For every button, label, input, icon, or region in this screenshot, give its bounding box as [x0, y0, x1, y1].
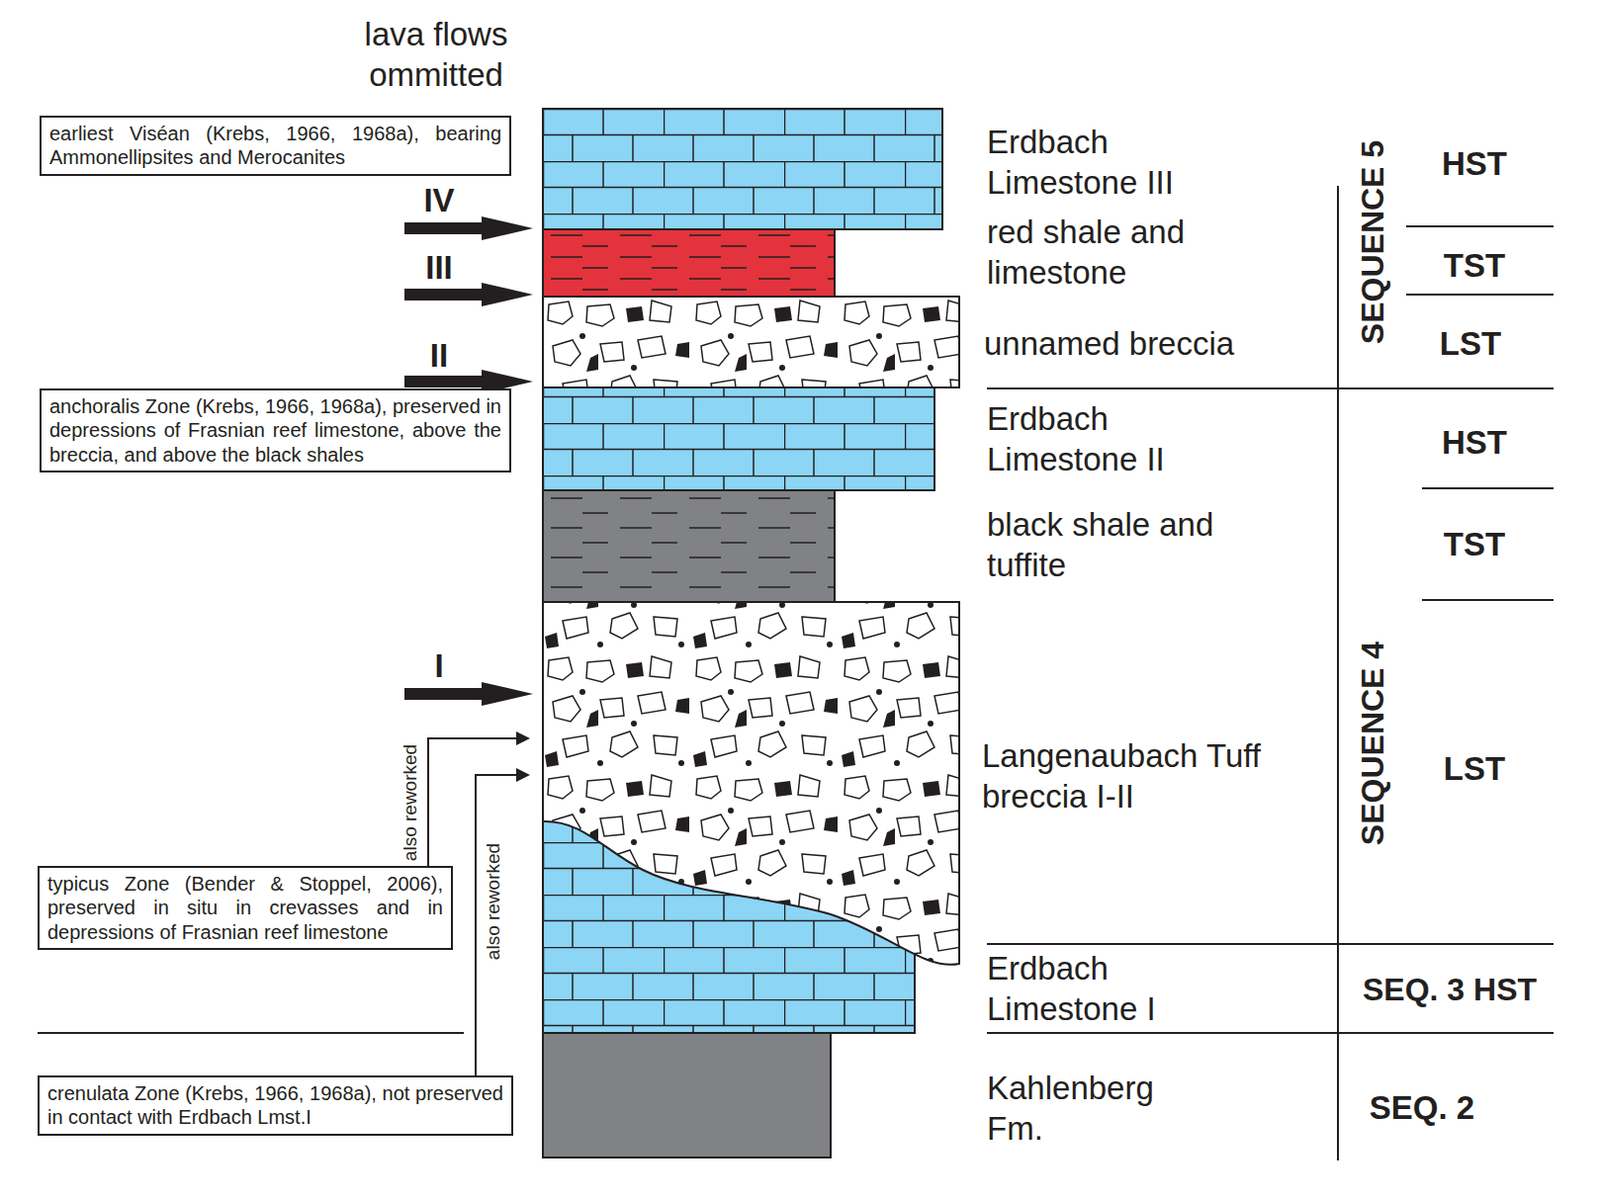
sequence-name: SEQUENCE 4	[1356, 641, 1389, 846]
hiatus-number: I	[434, 649, 444, 683]
sequence-name: SEQ. 2	[1369, 1091, 1475, 1125]
systems-tract: LST	[1439, 327, 1502, 360]
systems-tract: TST	[1443, 528, 1506, 561]
systems-tract: HST	[1441, 426, 1508, 459]
systems-tract: TST	[1443, 249, 1506, 282]
systems-tract: LST	[1443, 752, 1506, 786]
zone-note-box: anchoralis Zone (Krebs, 1966, 1968a), pr…	[39, 388, 512, 473]
unit-name: unnamed breccia	[983, 323, 1235, 364]
column-note: lava flows ommitted	[317, 13, 555, 96]
leader-note: also reworked	[483, 843, 503, 961]
zone-note-box: crenulata Zone (Krebs, 1966, 1968a), not…	[37, 1075, 514, 1137]
unit-name: black shale and tuffite	[986, 504, 1235, 587]
unit-name: red shale and limestone	[986, 211, 1235, 294]
sequence-name: SEQ. 3 HST	[1362, 974, 1537, 1006]
unit-name: Erdbach Limestone I	[986, 948, 1235, 1031]
zone-note: typicus Zone (Bender & Stoppel, 2006), p…	[47, 872, 444, 945]
hiatus-number: IV	[423, 183, 454, 217]
zone-note-box: earliest Viséan (Krebs, 1966, 1968a), be…	[39, 115, 512, 177]
zone-note-box: typicus Zone (Bender & Stoppel, 2006), p…	[37, 866, 453, 951]
unit-name: Langenaubach Tuff breccia I-II	[981, 735, 1279, 818]
unit-name: Erdbach Limestone III	[986, 121, 1235, 204]
zone-note: crenulata Zone (Krebs, 1966, 1968a), not…	[47, 1081, 504, 1131]
leader-note: also reworked	[400, 744, 420, 862]
unit-name: Erdbach Limestone II	[986, 398, 1235, 481]
systems-tract: HST	[1441, 147, 1508, 180]
zone-note: anchoralis Zone (Krebs, 1966, 1968a), pr…	[49, 394, 502, 467]
sequence-name: SEQUENCE 5	[1356, 140, 1389, 345]
hiatus-number: II	[430, 339, 448, 372]
zone-note: earliest Viséan (Krebs, 1966, 1968a), be…	[49, 121, 502, 171]
hiatus-number: III	[425, 251, 453, 284]
unit-name: Kahlenberg Fm.	[986, 1067, 1185, 1151]
